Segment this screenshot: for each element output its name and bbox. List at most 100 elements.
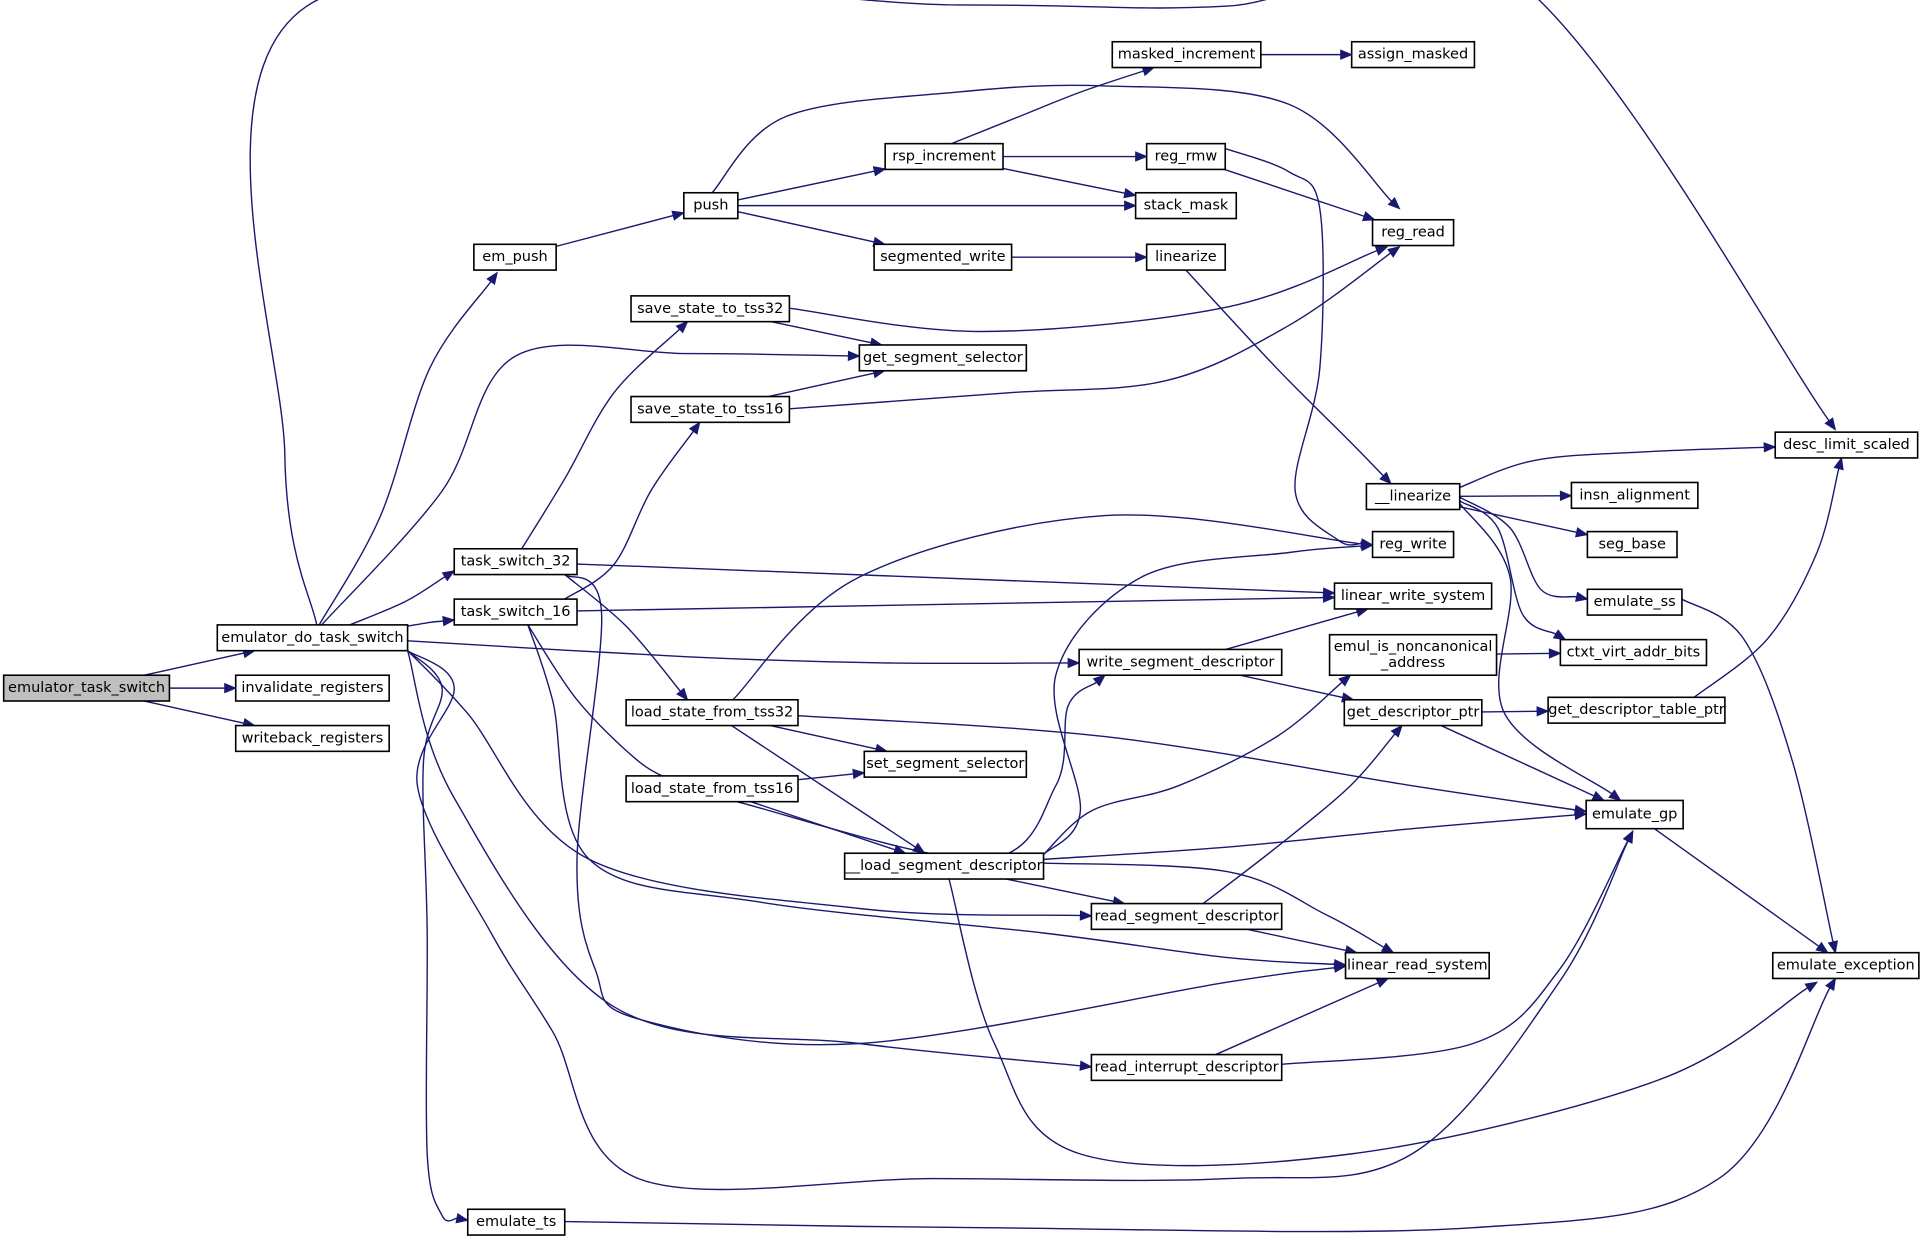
- node-box-emulator_task_switch: [2, 674, 171, 702]
- arrowhead-get_descriptor_table_ptr-to-desc_limit_scaled: [1833, 456, 1844, 471]
- node-box-linear_read_system: [1344, 951, 1490, 980]
- edge-task_switch_32-to-load_state_from_tss32: [564, 574, 682, 692]
- node-label-emul_is_noncanonical_address-line-1: emul_is_noncanonical: [1334, 639, 1493, 655]
- node-box-seg_base: [1586, 530, 1678, 559]
- node-task_switch_16[interactable]: task_switch_16: [453, 598, 578, 626]
- node-label-get_descriptor_ptr: get_descriptor_ptr: [1347, 705, 1480, 721]
- node-box-emulator_do_task_switch: [216, 624, 409, 652]
- arrowhead-emulator_do_task_switch-to-get_segment_selector: [847, 350, 861, 362]
- node-reg_read[interactable]: reg_read: [1371, 218, 1455, 247]
- node-get_descriptor_ptr[interactable]: get_descriptor_ptr: [1343, 698, 1483, 727]
- arrowhead-rsp_increment-to-reg_rmw: [1135, 151, 1148, 162]
- node-box-get_descriptor_table_ptr: [1547, 696, 1726, 724]
- node-label-emulate_ss: emulate_ss: [1594, 594, 1676, 610]
- arrowhead-emul_is_noncanonical_address-to-ctxt_virt_addr_bits: [1548, 648, 1562, 659]
- node-load_state_from_tss32[interactable]: load_state_from_tss32: [625, 698, 799, 727]
- node-save_state_to_tss32[interactable]: save_state_to_tss32: [630, 295, 791, 323]
- arrowhead-emulator_do_task_switch-to-task_switch_16: [442, 615, 456, 627]
- node-emulator_task_switch[interactable]: emulator_task_switch: [2, 674, 171, 702]
- node-task_switch_32[interactable]: task_switch_32: [453, 547, 578, 576]
- node-box-read_interrupt_descriptor: [1090, 1053, 1283, 1082]
- arrowhead-read_interrupt_descriptor-to-emulate_gp: [1622, 829, 1634, 844]
- arrowhead-__load_segment_descriptor-to-emulate_exception: [1804, 981, 1819, 993]
- node-label-emulator_do_task_switch: emulator_do_task_switch: [221, 630, 403, 646]
- node-emulate_gp[interactable]: emulate_gp: [1585, 799, 1684, 830]
- node-label-reg_rmw: reg_rmw: [1155, 149, 1218, 165]
- edge-__linearize-to-insn_alignment: [1459, 495, 1561, 498]
- node-label-ctxt_virt_addr_bits: ctxt_virt_addr_bits: [1567, 645, 1701, 661]
- node-linearize[interactable]: linearize: [1145, 243, 1227, 271]
- arrowhead-push-to-reg_read: [1387, 196, 1401, 210]
- node-segmented_write[interactable]: segmented_write: [873, 243, 1013, 271]
- arrowhead-__linearize-to-ctxt_virt_addr_bits: [1552, 629, 1567, 641]
- node-emulator_do_task_switch[interactable]: emulator_do_task_switch: [216, 624, 409, 652]
- node-linear_write_system[interactable]: linear_write_system: [1333, 582, 1493, 610]
- edge-reg_rmw-to-reg_read: [1224, 168, 1365, 217]
- arrowhead-task_switch_32-to-save_state_to_tss32: [675, 320, 689, 334]
- node-label-task_switch_16: task_switch_16: [461, 604, 571, 620]
- node-label-insn_alignment: insn_alignment: [1579, 487, 1690, 503]
- edge-task_switch_16-to-linear_write_system: [576, 596, 1324, 612]
- node-save_state_to_tss16[interactable]: save_state_to_tss16: [630, 395, 791, 424]
- node-rsp_increment[interactable]: rsp_increment: [884, 142, 1004, 171]
- arrowhead-emulator_do_task_switch-to-task_switch_32: [441, 570, 456, 582]
- node-emulate_exception[interactable]: emulate_exception: [1771, 951, 1920, 980]
- edge-read_segment_descriptor-to-get_descriptor_ptr: [1202, 733, 1396, 905]
- node-label-linear_write_system: linear_write_system: [1341, 588, 1485, 604]
- node-box-emul_is_noncanonical_address: [1328, 633, 1498, 677]
- node-insn_alignment[interactable]: insn_alignment: [1570, 481, 1699, 510]
- node-push[interactable]: push: [683, 191, 739, 220]
- node-get_descriptor_table_ptr[interactable]: get_descriptor_table_ptr: [1547, 696, 1726, 724]
- arrowhead-emulator_do_task_switch-to-emulate_ts: [455, 1213, 470, 1224]
- arrowhead-push-to-rsp_increment: [872, 166, 887, 177]
- node-label-reg_read: reg_read: [1381, 225, 1445, 241]
- node-get_segment_selector[interactable]: get_segment_selector: [858, 344, 1028, 372]
- edge-__load_segment_descriptor-to-emulate_gp: [1043, 814, 1576, 861]
- node-box-emulate_ss: [1586, 588, 1683, 616]
- node-emulate_ss[interactable]: emulate_ss: [1586, 588, 1683, 616]
- node-reg_write[interactable]: reg_write: [1371, 530, 1455, 559]
- arrowhead-push-to-stack_mask: [1124, 200, 1137, 211]
- node-em_push[interactable]: em_push: [473, 243, 557, 271]
- edge-read_interrupt_descriptor-to-linear_read_system: [1215, 982, 1379, 1056]
- edge-__linearize-to-desc_limit_scaled: [1459, 446, 1765, 489]
- node-masked_increment[interactable]: masked_increment: [1111, 40, 1262, 69]
- node-writeback_registers[interactable]: writeback_registers: [234, 724, 390, 753]
- edge-emulator_do_task_switch-to-get_segment_selector: [321, 344, 849, 626]
- arrowhead-read_interrupt_descriptor-to-linear_read_system: [1375, 977, 1390, 988]
- node-box-stack_mask: [1134, 191, 1238, 220]
- node-stack_mask[interactable]: stack_mask: [1134, 191, 1238, 220]
- node-load_state_from_tss16[interactable]: load_state_from_tss16: [625, 775, 799, 803]
- node-box-load_state_from_tss32: [625, 698, 799, 727]
- node-emulate_ts[interactable]: emulate_ts: [466, 1208, 566, 1236]
- node-box-__load_segment_descriptor: [843, 852, 1045, 880]
- edge-write_segment_descriptor-to-get_descriptor_ptr: [1239, 674, 1343, 699]
- node-desc_limit_scaled[interactable]: desc_limit_scaled: [1774, 431, 1919, 459]
- node-set_segment_selector[interactable]: set_segment_selector: [863, 750, 1028, 778]
- node-label-save_state_to_tss16: save_state_to_tss16: [637, 401, 783, 417]
- node-write_segment_descriptor[interactable]: write_segment_descriptor: [1078, 648, 1283, 677]
- node-ctxt_virt_addr_bits[interactable]: ctxt_virt_addr_bits: [1559, 638, 1708, 667]
- edge-push-to-rsp_increment: [737, 170, 875, 201]
- arrowhead-emulate_ts-to-emulate_exception: [1825, 977, 1837, 992]
- node-__load_segment_descriptor[interactable]: __load_segment_descriptor: [843, 852, 1045, 880]
- node-linear_read_system[interactable]: linear_read_system: [1344, 951, 1490, 980]
- node-reg_rmw[interactable]: reg_rmw: [1145, 142, 1227, 171]
- edge-emulator_do_task_switch-to-task_switch_16: [407, 620, 444, 627]
- node-__linearize[interactable]: __linearize: [1365, 482, 1461, 511]
- node-assign_masked[interactable]: assign_masked: [1350, 40, 1476, 69]
- arrowhead-load_state_from_tss16-to-write_segment_descriptor: [1092, 674, 1106, 687]
- node-label-emulator_task_switch: emulator_task_switch: [8, 680, 165, 696]
- edge-read_segment_descriptor-to-linear_read_system: [1246, 928, 1347, 952]
- node-read_segment_descriptor[interactable]: read_segment_descriptor: [1090, 902, 1283, 931]
- node-box-invalidate_registers: [234, 674, 390, 702]
- node-label-segmented_write: segmented_write: [880, 249, 1006, 265]
- node-read_interrupt_descriptor[interactable]: read_interrupt_descriptor: [1090, 1053, 1283, 1082]
- edge-load_state_from_tss16-to-__load_segment_descriptor: [750, 801, 896, 851]
- edge-get_descriptor_ptr-to-emulate_gp: [1440, 724, 1595, 797]
- node-seg_base[interactable]: seg_base: [1586, 530, 1678, 559]
- node-invalidate_registers[interactable]: invalidate_registers: [234, 674, 390, 702]
- node-emul_is_noncanonical_address[interactable]: emul_is_noncanonical_address: [1328, 633, 1498, 677]
- edge-__linearize-to-emulate_ss: [1459, 496, 1577, 598]
